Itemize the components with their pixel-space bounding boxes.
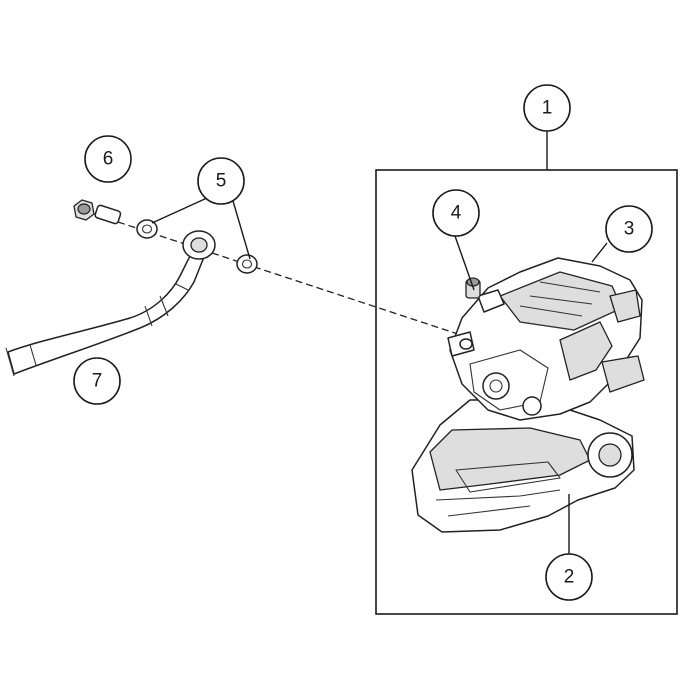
sealing-washer-b[interactable] <box>236 254 258 274</box>
callout-6-label: 6 <box>103 149 114 170</box>
brake-caliper-assembly[interactable] <box>411 257 645 533</box>
brake-hose[interactable] <box>5 247 207 377</box>
callout-5: 5 <box>197 157 245 205</box>
callout-1-label: 1 <box>542 98 553 119</box>
callout-7: 7 <box>73 357 121 405</box>
callout-4: 4 <box>432 189 480 237</box>
callout-3-label: 3 <box>624 219 635 240</box>
callout-2-label: 2 <box>564 567 575 588</box>
leader-5b <box>232 200 251 260</box>
banjo-fitting[interactable] <box>182 230 216 260</box>
callout-5-label: 5 <box>216 171 227 192</box>
callout-7-label: 7 <box>92 371 103 392</box>
callout-4-label: 4 <box>451 203 462 224</box>
leader-5a <box>151 197 208 224</box>
banjo-bolt[interactable] <box>73 199 122 225</box>
callout-1: 1 <box>523 84 571 132</box>
callout-6: 6 <box>84 135 132 183</box>
callout-3: 3 <box>605 205 653 253</box>
leader-3 <box>591 242 608 263</box>
callout-2: 2 <box>545 553 593 601</box>
sealing-washer-a[interactable] <box>136 219 158 239</box>
assembly-axis-line <box>117 221 471 339</box>
assembly-frame <box>375 169 678 615</box>
leader-4 <box>454 235 475 291</box>
